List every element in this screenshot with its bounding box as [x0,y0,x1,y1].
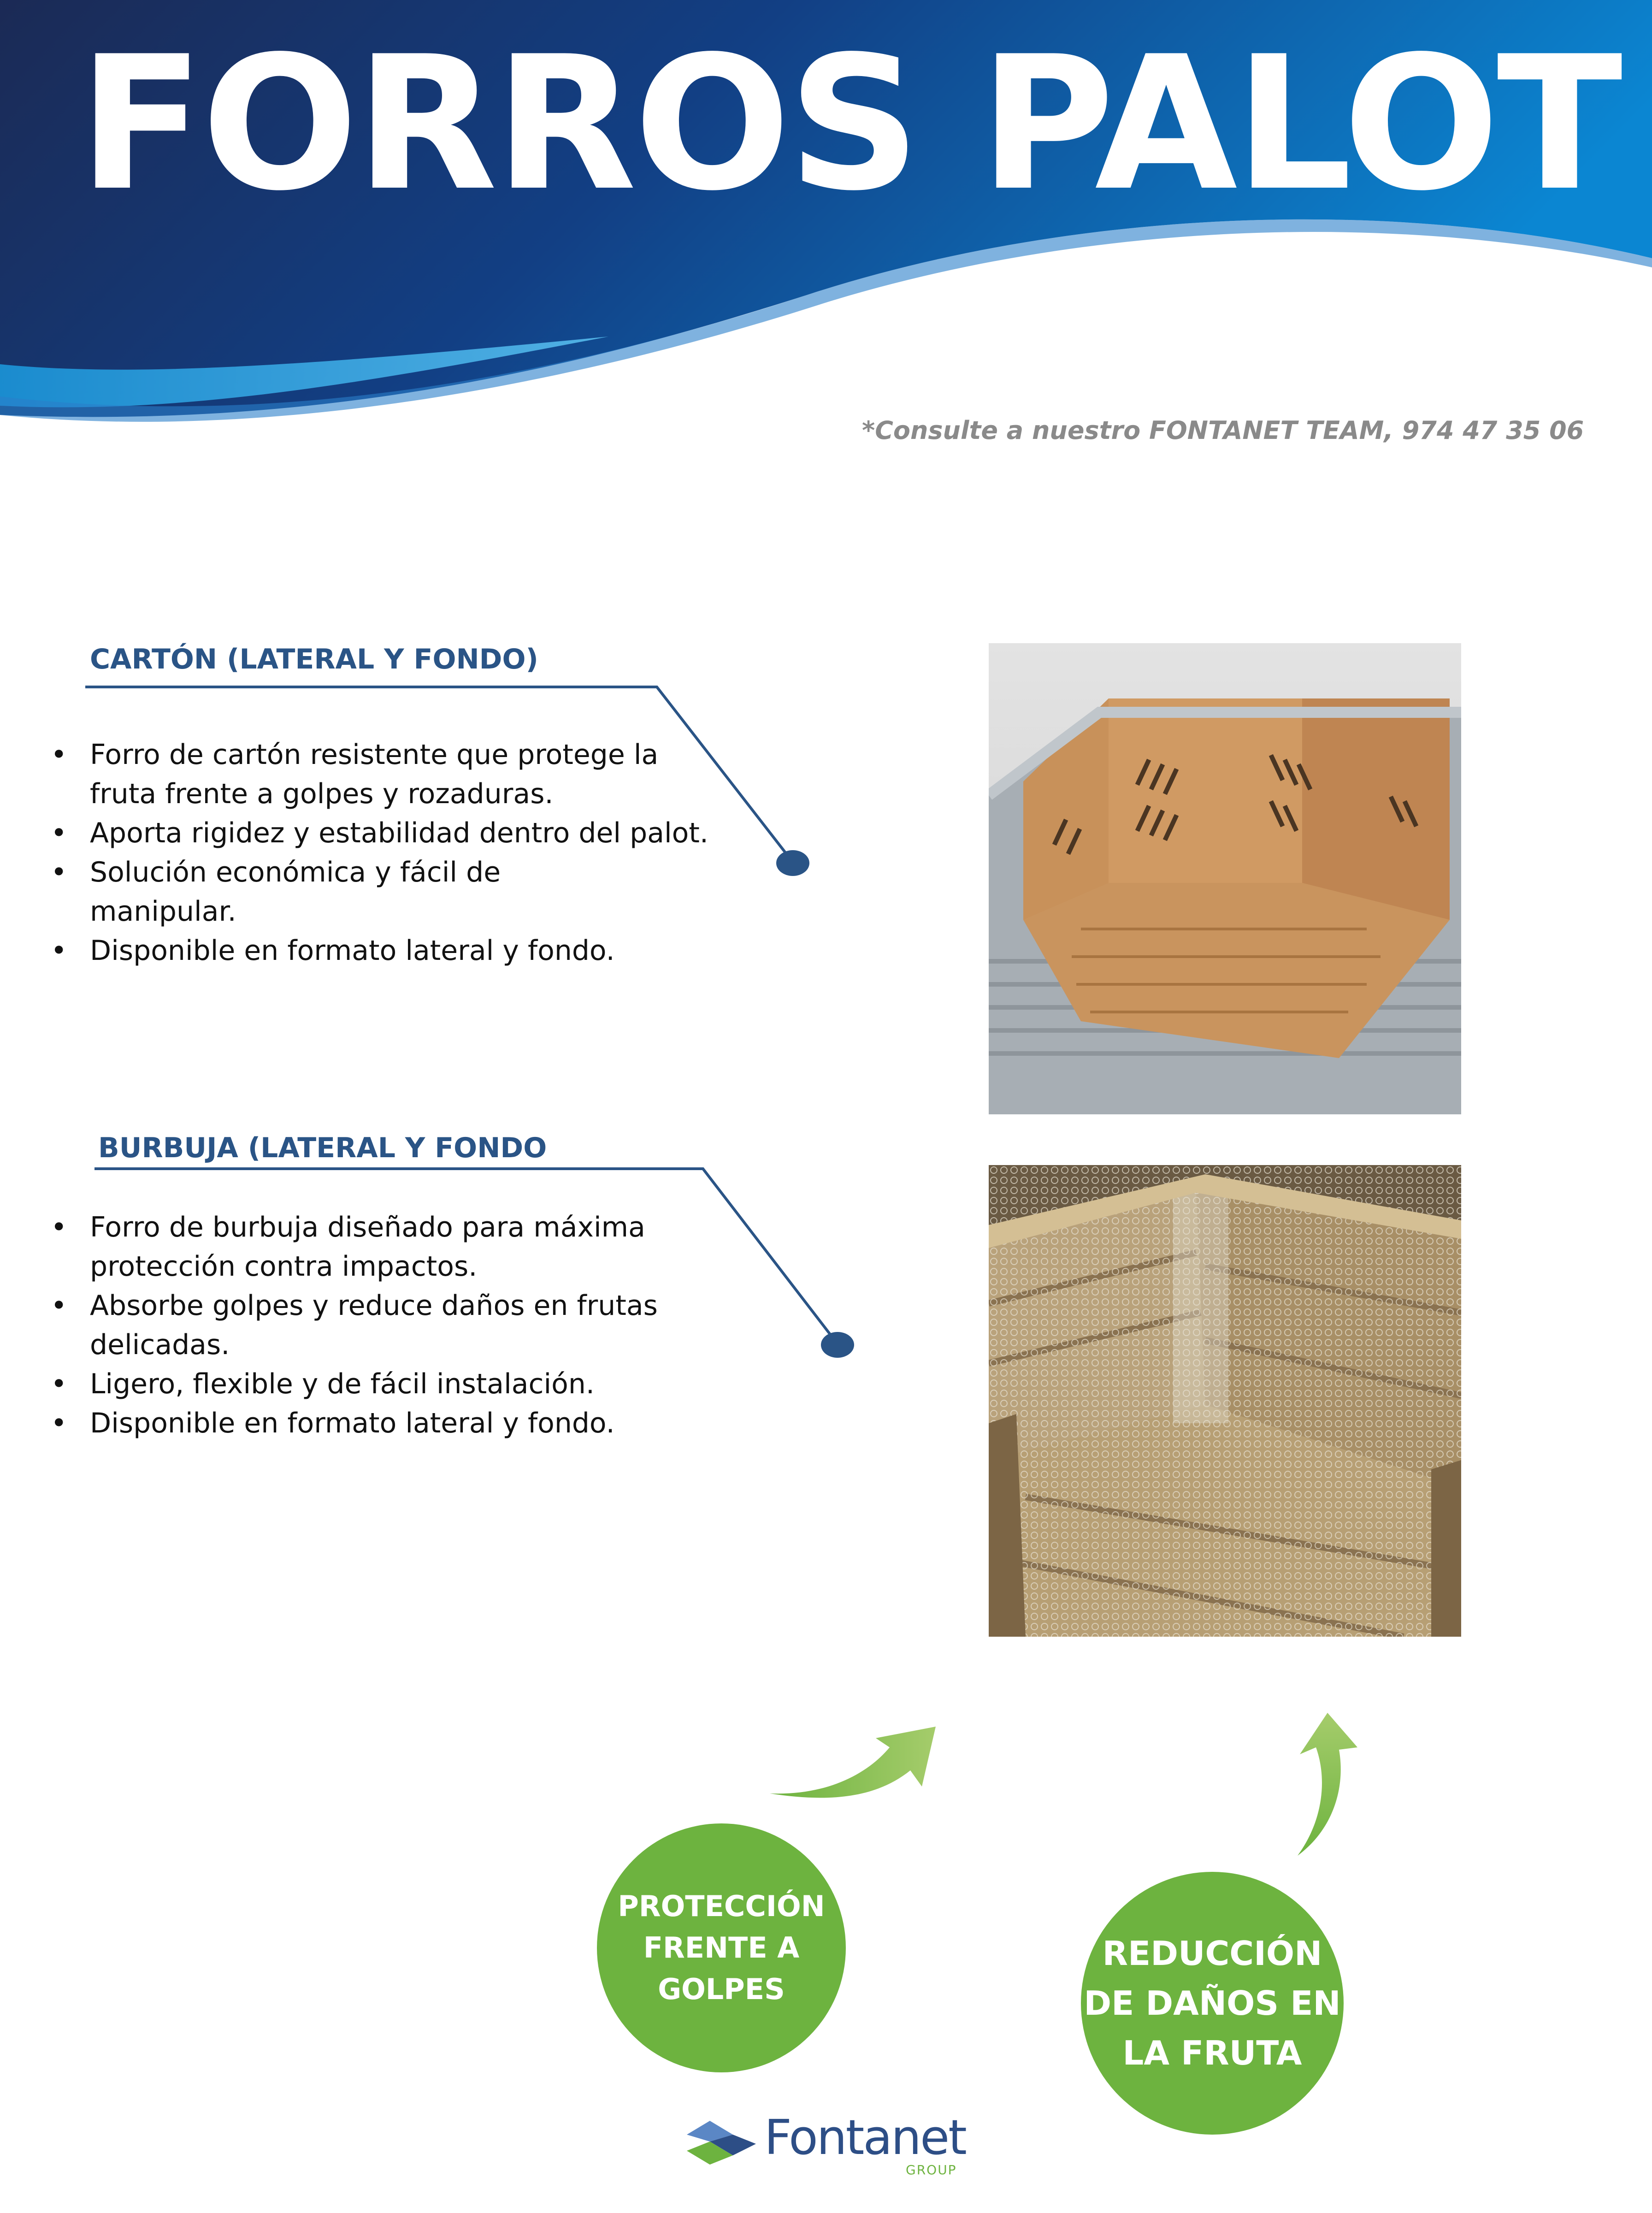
connector-dot-2 [821,1332,854,1358]
fontanet-logo-icon [687,2121,756,2165]
section-title-burbuja: BURBUJA (LATERAL Y FONDO [98,1132,547,1164]
logo-subtitle: GROUP [906,2162,957,2177]
list-item: Disponible en formato lateral y fondo. [51,931,719,970]
list-item: Ligero, flexible y de fácil instalación. [51,1365,719,1404]
list-item: Forro de burbuja diseñado para máximapro… [51,1208,719,1286]
bubble-liner-photo [989,1165,1461,1637]
header-banner [0,0,1652,422]
list-item: Disponible en formato lateral y fondo. [51,1404,719,1443]
list-item: Aporta rigidez y estabilidad dentro del … [51,814,719,853]
page-title: FORROS PALOT [78,17,1622,231]
list-item: Absorbe golpes y reduce daños en frutasd… [51,1286,719,1365]
contact-note: *Consulte a nuestro FONTANET TEAM, 974 4… [862,416,1584,445]
list-item: Forro de cartón resistente que protege l… [51,735,719,814]
logo-name: Fontanet [764,2109,967,2166]
bullet-list-burbuja: Forro de burbuja diseñado para máximapro… [51,1208,719,1443]
badge-reduccion: REDUCCIÓN DE DAÑOS EN LA FRUTA [1081,1872,1344,2135]
arrow-right-icon [770,1727,936,1798]
arrow-up-icon [1298,1713,1357,1856]
cardboard-liner-photo [989,643,1461,1114]
section-title-carton: CARTÓN (LATERAL Y FONDO) [90,643,538,675]
bullet-list-carton: Forro de cartón resistente que protege l… [51,735,719,970]
connector-dot-1 [776,850,809,876]
badge-proteccion: PROTECCIÓN FRENTE A GOLPES [597,1823,846,2072]
